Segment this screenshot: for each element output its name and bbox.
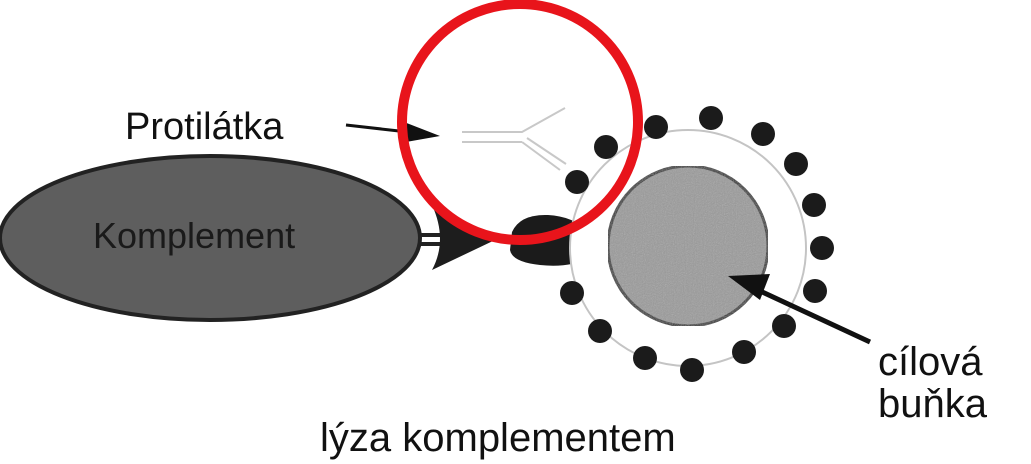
highlight-circle: [402, 4, 638, 240]
membrane-dot: [644, 115, 668, 139]
diagram-caption: lýza komplementem: [320, 418, 676, 458]
membrane-dot: [803, 279, 827, 303]
membrane-dot: [784, 152, 808, 176]
complement-label: Komplement: [93, 218, 295, 254]
antibody-label: Protilátka: [125, 108, 283, 146]
membrane-dot: [680, 358, 704, 382]
antibody-shape: [462, 108, 566, 170]
membrane-dot: [633, 346, 657, 370]
membrane-dot: [732, 340, 756, 364]
antibody-label-arrow: [346, 122, 440, 142]
membrane-dot: [594, 135, 618, 159]
membrane-dot: [588, 319, 612, 343]
membrane-dot: [810, 236, 834, 260]
membrane-dot: [772, 314, 796, 338]
target-cell: [608, 166, 768, 326]
target-cell-label-line1: cílová: [878, 342, 983, 382]
membrane-dot: [802, 193, 826, 217]
membrane-dot: [699, 106, 723, 130]
membrane-dot: [751, 122, 775, 146]
membrane-dot: [560, 281, 584, 305]
membrane-dot: [565, 170, 589, 194]
target-cell-label-line2: buňka: [878, 384, 987, 424]
